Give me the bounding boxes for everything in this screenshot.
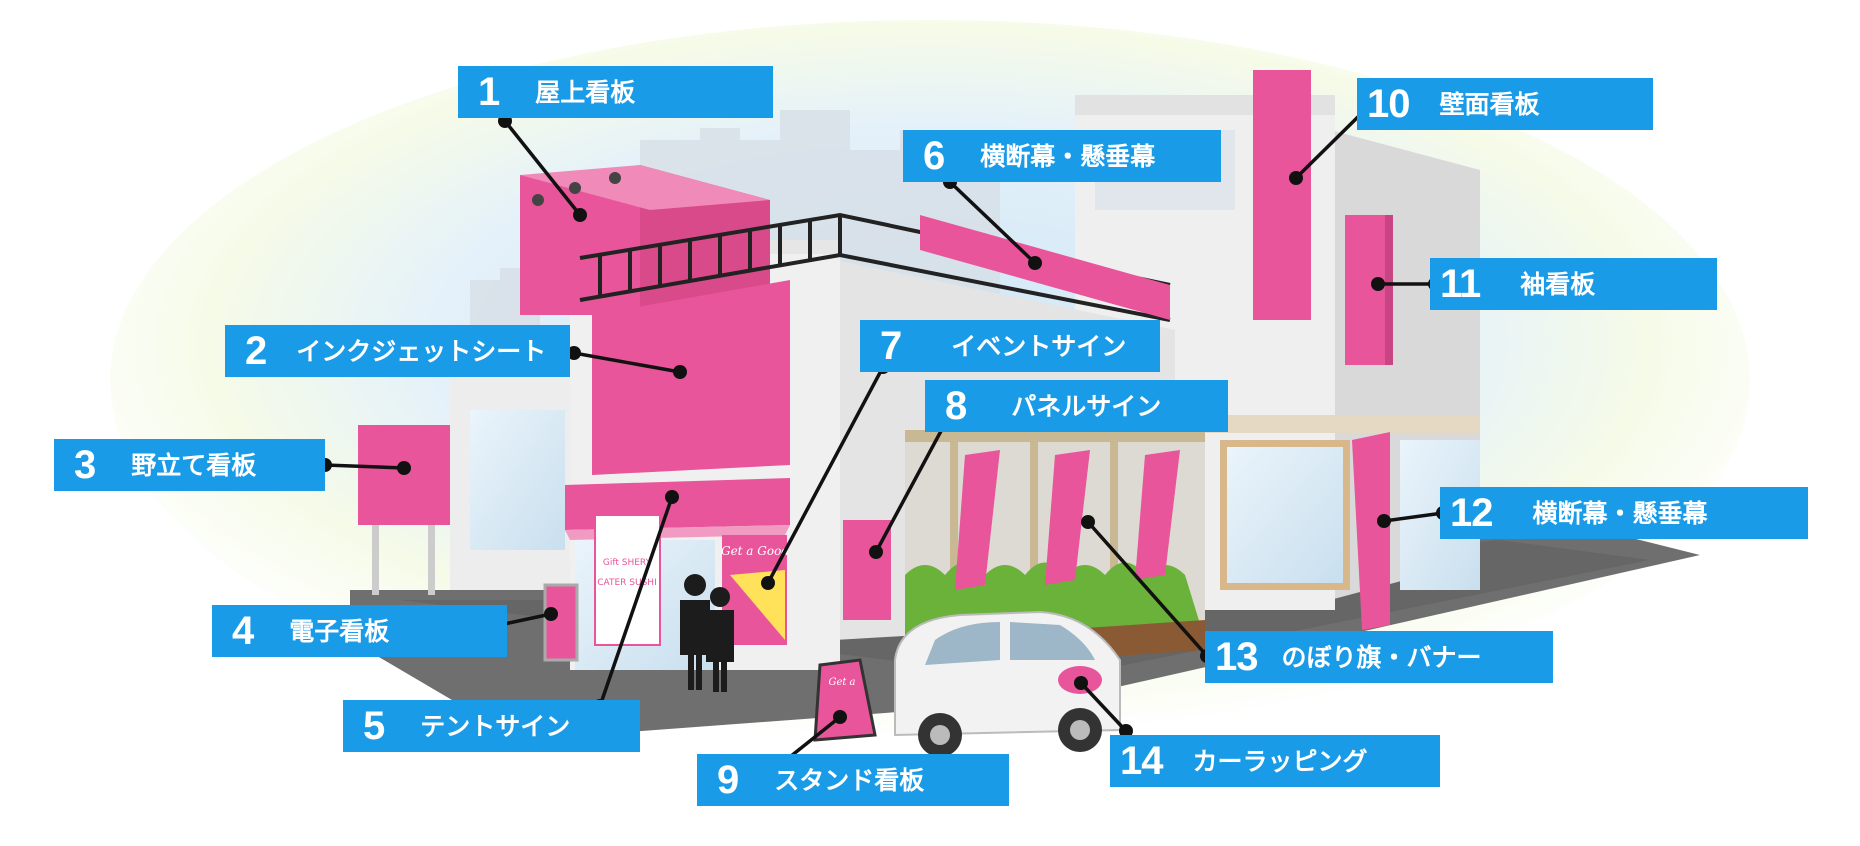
label-10-wall-sign: 10 壁面看板 (1357, 78, 1653, 130)
label-2-inkjet-sheet: 2 インクジェットシート (225, 325, 570, 377)
label-text: 横断幕・懸垂幕 (1532, 498, 1708, 528)
car-illustration (894, 610, 1121, 757)
svg-text:Get a Good: Get a Good (721, 544, 789, 558)
svg-text:CATER SUSHI: CATER SUSHI (597, 578, 656, 588)
label-14-car-wrapping: 14 カーラッピング (1110, 735, 1440, 787)
svg-text:Get a: Get a (828, 677, 855, 688)
label-13-nobori-banner: 13 のぼり旗・バナー (1205, 631, 1553, 683)
leader-10 (1294, 106, 1369, 180)
label-3-standing-sign: 3 野立て看板 (54, 439, 325, 491)
label-number: 1 (478, 70, 500, 114)
label-number: 13 (1215, 635, 1258, 679)
label-text: 壁面看板 (1439, 89, 1540, 119)
label-6-banner: 6 横断幕・懸垂幕 (903, 130, 1221, 182)
leader-13 (1086, 520, 1209, 658)
label-number: 9 (717, 758, 739, 802)
leader-7 (766, 366, 885, 584)
nobori-flag-2 (1045, 450, 1090, 585)
label-12-banner: 12 横断幕・懸垂幕 (1440, 487, 1808, 539)
label-5-tent-sign: 5 テントサイン (343, 700, 640, 752)
label-text: テントサイン (420, 711, 571, 741)
banner-12-panel (1352, 432, 1390, 630)
label-text: 電子看板 (289, 616, 390, 646)
label-text: 野立て看板 (131, 450, 257, 480)
leader-6 (948, 180, 1037, 265)
nobori-flag-3 (1135, 450, 1180, 580)
label-text: 屋上看板 (535, 77, 636, 107)
label-number: 8 (945, 384, 967, 428)
label-text: スタンド看板 (774, 765, 925, 795)
label-number: 5 (363, 704, 385, 748)
label-text: のぼり旗・バナー (1281, 642, 1482, 672)
label-number: 14 (1120, 739, 1163, 783)
label-text: イベントサイン (951, 331, 1127, 361)
leader-12 (1383, 511, 1444, 523)
label-7-event-sign: 7 イベントサイン (860, 320, 1160, 372)
leader-14 (1079, 681, 1128, 733)
label-number: 4 (232, 609, 254, 653)
label-4-digital-signage: 4 電子看板 (212, 605, 507, 657)
stand-sign-board (813, 658, 877, 742)
nobori-flag-1 (955, 450, 1000, 590)
label-9-stand-sign: 9 スタンド看板 (697, 754, 1009, 806)
label-number: 11 (1440, 262, 1481, 306)
leader-5 (598, 496, 674, 707)
label-number: 7 (880, 324, 902, 368)
people-silhouette (680, 574, 734, 692)
digital-signage-panel (543, 583, 579, 662)
label-text: カーラッピング (1192, 746, 1368, 776)
horizontal-banner-panel (920, 215, 1170, 320)
label-1-rooftop-sign: 1 屋上看板 (458, 66, 773, 118)
inkjet-sheet-panel (592, 280, 790, 475)
label-text: 横断幕・懸垂幕 (980, 141, 1156, 171)
label-text: 袖看板 (1520, 269, 1596, 299)
leader-3 (324, 463, 405, 470)
label-number: 3 (74, 443, 96, 487)
label-text: パネルサイン (1011, 391, 1162, 421)
label-number: 10 (1367, 82, 1410, 126)
label-11-projecting-sign: 11 袖看板 (1430, 258, 1717, 310)
wall-sign-panel (1253, 70, 1311, 320)
label-number: 12 (1450, 491, 1493, 535)
svg-text:Gift SHERY: Gift SHERY (603, 558, 652, 568)
label-text: インクジェットシート (296, 336, 547, 366)
left-window (470, 410, 565, 550)
leader-2 (573, 351, 681, 374)
leader-1 (503, 119, 582, 217)
label-number: 2 (245, 329, 267, 373)
leader-8 (874, 417, 950, 553)
label-number: 6 (923, 134, 945, 178)
label-8-panel-sign: 8 パネルサイン (925, 380, 1228, 432)
